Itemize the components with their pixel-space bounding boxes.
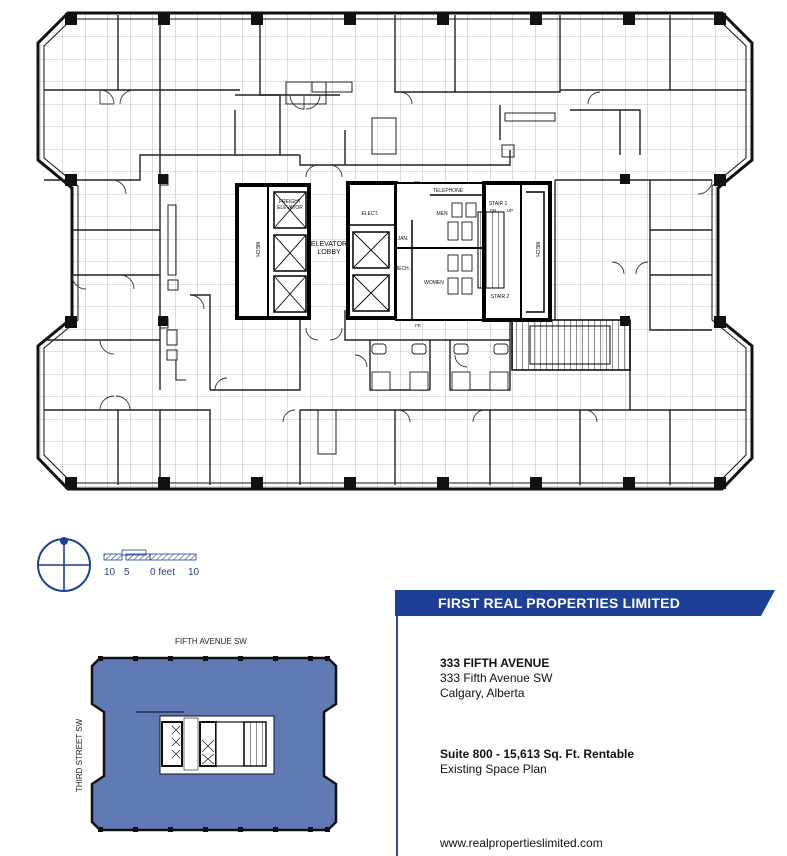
- door-swings: [71, 89, 713, 423]
- address-line-2: Calgary, Alberta: [440, 686, 525, 700]
- freight-elevator-label-line2: ELEVATOR: [277, 205, 303, 211]
- washroom-fixtures: [371, 343, 509, 391]
- street-label-west: THIRD STREET SW: [75, 718, 84, 792]
- building-core: [235, 181, 631, 371]
- plan-labels: FREIGHT ELEVATOR ELEVATOR LOBBY MECH. EL…: [254, 180, 540, 328]
- stair-dn-label: DN: [490, 208, 497, 213]
- stair-1-label: STAIR 1: [489, 201, 508, 207]
- address-line-1: 333 Fifth Avenue SW: [440, 671, 553, 685]
- suite-description: Suite 800 - 15,613 Sq. Ft. Rentable: [440, 747, 635, 761]
- telephone-room-label: TELEPHONE: [433, 188, 464, 194]
- mens-washroom-label: MEN: [436, 211, 448, 217]
- electrical-room-label: ELECT.: [362, 211, 379, 217]
- mech-room-right-label: MECH.: [534, 242, 540, 258]
- office-partitions: [44, 15, 746, 485]
- janitor-room-label: JAN.: [398, 236, 409, 242]
- scale-label-10-left: 10: [104, 567, 116, 578]
- stair-2-label: STAIR 2: [491, 294, 510, 300]
- company-banner: [395, 590, 775, 616]
- plan-type: Existing Space Plan: [440, 762, 547, 776]
- floor-plan: FREIGHT ELEVATOR ELEVATOR LOBBY MECH. EL…: [36, 11, 754, 491]
- mech-room-center-label: MECH.: [394, 266, 410, 272]
- scale-label-0-feet: 0 feet: [150, 567, 176, 578]
- stair-up-label: UP: [507, 208, 513, 213]
- freight-elevator-label: FREIGHT: [279, 199, 301, 205]
- scale-bar: [103, 549, 197, 561]
- elevator-lobby-label: ELEVATOR: [311, 241, 347, 248]
- structural-columns: [65, 13, 726, 489]
- fire-extinguisher-top-label: FE: [414, 180, 420, 185]
- fire-extinguisher-bottom-label: FE: [415, 323, 421, 328]
- north-arrow-icon: [37, 537, 91, 592]
- womens-washroom-label: WOMEN: [424, 280, 444, 286]
- mech-room-left-label: MECH.: [254, 242, 260, 258]
- website-link[interactable]: www.realpropertieslimited.com: [440, 836, 603, 850]
- misc-features: [159, 81, 556, 455]
- company-name: FIRST REAL PROPERTIES LIMITED: [438, 595, 681, 611]
- street-label-north: FIFTH AVENUE SW: [175, 637, 247, 646]
- building-name: 333 FIFTH AVENUE: [440, 656, 550, 670]
- key-plan: [90, 656, 338, 832]
- scale-label-10-right: 10: [188, 567, 200, 578]
- scale-label-5: 5: [124, 567, 130, 578]
- info-divider: [396, 616, 398, 856]
- elevator-lobby-label-line2: LOBBY: [317, 249, 341, 256]
